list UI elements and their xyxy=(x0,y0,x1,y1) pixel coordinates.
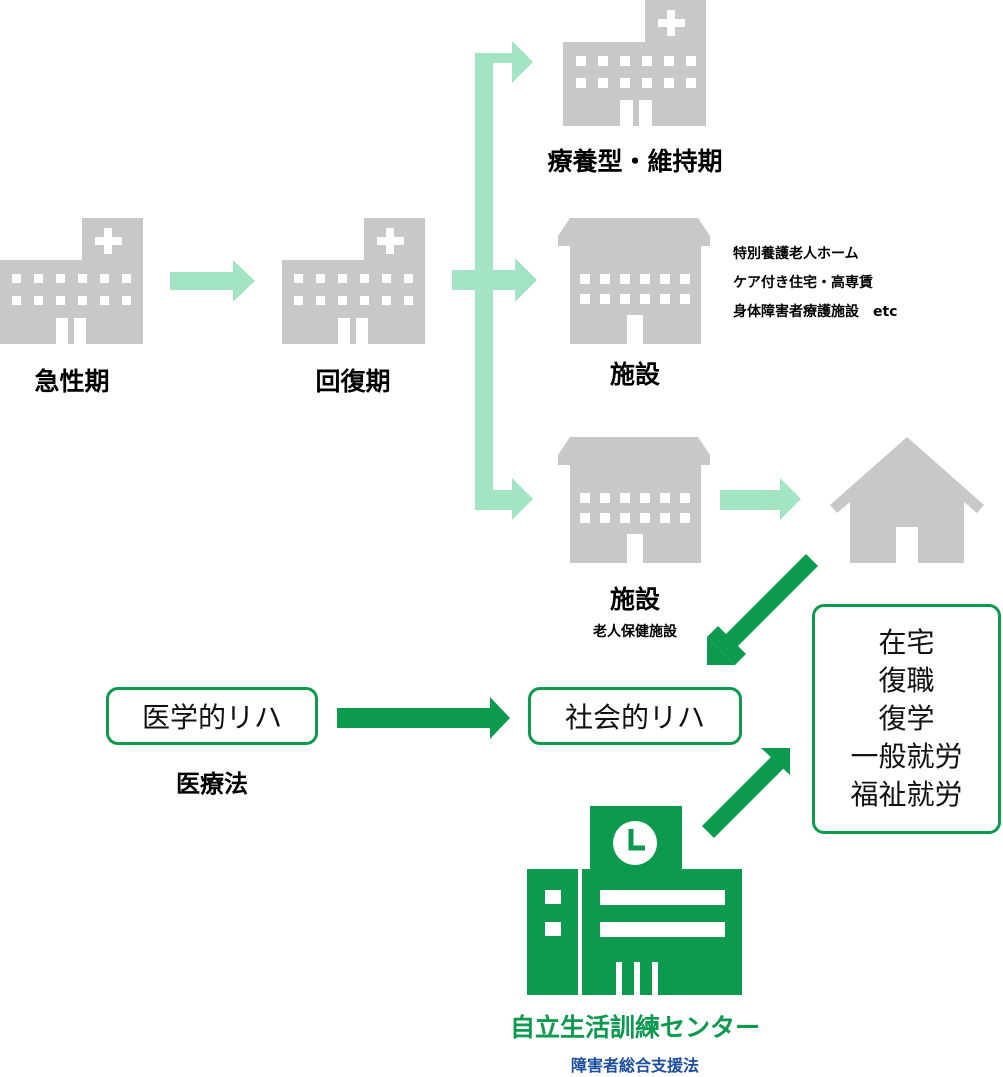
facility-example: 特別養護老人ホーム xyxy=(733,246,859,262)
training-center-law: 障害者総合支援法 xyxy=(570,1056,700,1075)
outcome-item: 福祉就労 xyxy=(850,778,963,811)
social-rehab-label: 社会的リハ xyxy=(564,701,705,734)
hospital-icon xyxy=(282,218,425,344)
outcomes-box: 在宅 復職 復学 一般就労 福祉就労 xyxy=(812,604,1001,834)
social-rehab-box: 社会的リハ xyxy=(528,687,742,745)
arrow-facility-to-home xyxy=(720,478,801,520)
arrow-center-to-outcomes xyxy=(702,748,790,838)
facility-example: 身体障害者療護施設 etc xyxy=(733,304,898,320)
arrow-acute-to-recovery xyxy=(170,260,255,302)
medical-rehab-box: 医学的リハ xyxy=(106,687,318,745)
stage-facility-2-label: 施設 xyxy=(609,585,661,614)
facility-example: ケア付き住宅・高専賃 xyxy=(733,275,873,291)
stage-facility-2-sublabel: 老人保健施設 xyxy=(593,624,677,640)
stage-acute-label: 急性期 xyxy=(34,367,110,396)
facility-building-icon xyxy=(558,218,710,344)
medical-rehab-law: 医療法 xyxy=(176,770,248,798)
stage-facility-1-label: 施設 xyxy=(609,360,661,389)
facility-building-icon xyxy=(558,437,710,563)
facility-examples-list: 特別養護老人ホーム ケア付き住宅・高専賃 身体障害者療護施設 etc xyxy=(733,240,898,327)
training-center-building-icon xyxy=(527,806,742,995)
outcome-item: 復職 xyxy=(878,664,935,697)
hospital-icon xyxy=(563,0,706,126)
house-icon xyxy=(830,437,984,563)
arrow-home-to-social-rehab xyxy=(707,554,818,665)
stage-recovery-label: 回復期 xyxy=(315,367,391,396)
training-center-title: 自立生活訓練センター xyxy=(509,1013,761,1042)
outcome-item: 復学 xyxy=(878,702,935,735)
medical-rehab-label: 医学的リハ xyxy=(141,701,282,734)
outcome-item: 一般就労 xyxy=(850,740,963,773)
hospital-icon xyxy=(0,218,143,344)
arrow-medical-to-social xyxy=(337,697,510,739)
outcome-item: 在宅 xyxy=(878,626,935,659)
branch-connector xyxy=(452,41,537,520)
stage-long-term-label: 療養型・維持期 xyxy=(547,147,723,176)
